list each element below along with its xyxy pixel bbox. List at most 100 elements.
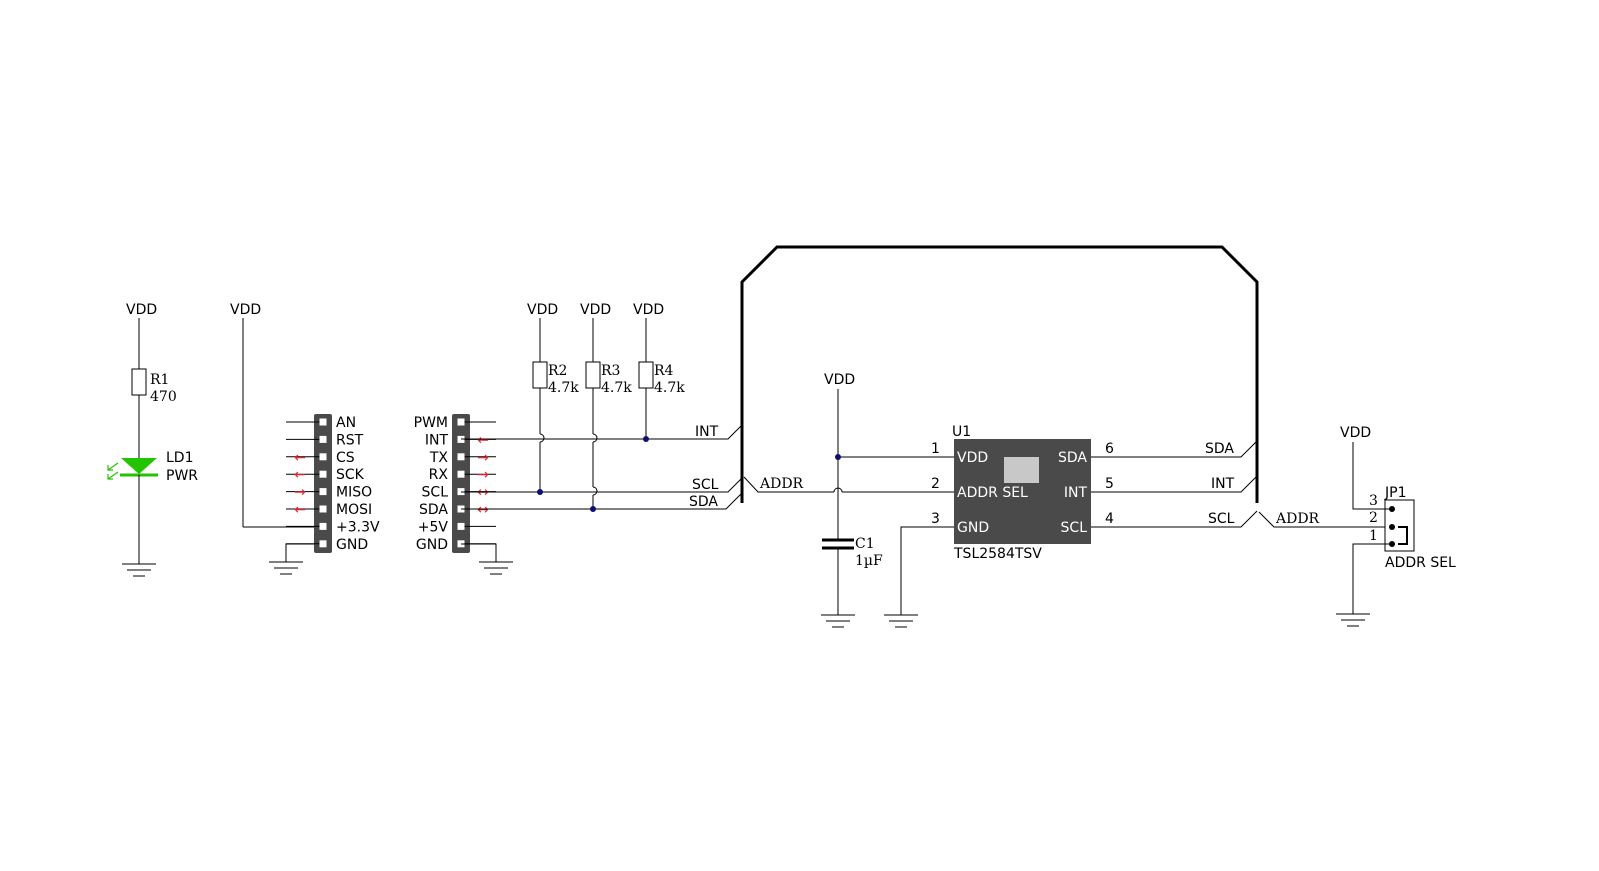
resistor-r2 bbox=[532, 361, 548, 389]
pullup-resistors: VDD VDD VDD R2 4.7k R3 4.7k R4 4.7k bbox=[527, 302, 685, 509]
jp1-pin-2: 2 bbox=[1369, 510, 1378, 526]
ic-pin-name-addr-sel: ADDR SEL bbox=[957, 485, 1028, 501]
header-left-pin-label: AN bbox=[336, 415, 356, 431]
ground-symbol-icon bbox=[479, 561, 513, 575]
r1-ref: R1 bbox=[150, 372, 169, 388]
led-light-rays-icon bbox=[107, 462, 119, 480]
junction-dot bbox=[590, 506, 596, 512]
vdd-label-r3: VDD bbox=[580, 302, 611, 318]
r4-ref: R4 bbox=[654, 363, 674, 379]
net-label-int: INT bbox=[695, 424, 719, 440]
header-pin-pad bbox=[457, 522, 465, 530]
ic-pin-name-int: INT bbox=[1064, 485, 1088, 501]
junction-dot bbox=[835, 454, 841, 460]
net-label-addr-left: ADDR bbox=[759, 476, 804, 492]
junction-dot bbox=[537, 489, 543, 495]
net-label-addr-right: ADDR bbox=[1275, 511, 1320, 527]
resistor-r1 bbox=[131, 368, 147, 396]
jumper-jp1: VDD 3 2 1 JP1 ADDR SEL bbox=[1336, 425, 1456, 627]
header-nets: INT SCL SDA bbox=[461, 424, 743, 512]
ic-pin-num-5: 5 bbox=[1105, 476, 1114, 492]
ic-body bbox=[954, 439, 1091, 544]
signal-direction-arrow-icon: ← bbox=[477, 432, 489, 448]
ic-pin-name-gnd: GND bbox=[957, 520, 989, 536]
ic-part: TSL2584TSV bbox=[953, 546, 1042, 562]
header-pin-pad bbox=[457, 453, 465, 461]
ic-pin-num-3: 3 bbox=[931, 511, 940, 527]
net-label-int-right: INT bbox=[1211, 476, 1235, 492]
net-label-scl: SCL bbox=[692, 477, 719, 493]
header-left-pin-label: MOSI bbox=[336, 502, 372, 518]
ground-symbol-icon bbox=[884, 614, 918, 628]
header-pin-pad bbox=[319, 540, 327, 548]
jp1-pin-1: 1 bbox=[1369, 528, 1378, 544]
addr-nets: ADDR ADDR bbox=[743, 476, 1385, 528]
signal-direction-arrow-icon: ↔ bbox=[477, 485, 489, 501]
ic-u1: U1 TSL2584TSV 1 2 3 VDD ADDR SEL GND SDA… bbox=[884, 424, 1258, 628]
header-pin-pad bbox=[319, 470, 327, 478]
junction-dot bbox=[643, 436, 649, 442]
vdd-label-r4: VDD bbox=[633, 302, 664, 318]
header-right-pin-label: GND bbox=[416, 537, 448, 553]
jp1-ref: JP1 bbox=[1384, 485, 1406, 501]
ground-symbol-icon bbox=[821, 614, 855, 628]
signal-direction-arrow-icon: ↔ bbox=[477, 502, 489, 518]
signal-bus bbox=[740, 245, 1259, 503]
ld1-ref: LD1 bbox=[166, 450, 194, 466]
signal-direction-arrow-icon: ← bbox=[294, 467, 306, 483]
r3-value: 4.7k bbox=[601, 380, 632, 396]
signal-direction-arrow-icon: ← bbox=[294, 450, 306, 466]
vdd-label-3v3: VDD bbox=[230, 302, 261, 318]
vdd-label-led: VDD bbox=[126, 302, 157, 318]
header-right-pin-label: INT bbox=[425, 432, 449, 448]
led-ld1-icon bbox=[121, 458, 157, 474]
net-label-sda: SDA bbox=[689, 494, 718, 510]
c1-value: 1µF bbox=[855, 553, 883, 569]
r1-value: 470 bbox=[150, 389, 177, 405]
header-pin-pad bbox=[457, 418, 465, 426]
ic-pin-num-1: 1 bbox=[931, 441, 940, 457]
resistor-r3 bbox=[585, 361, 601, 389]
header-pin-pad bbox=[319, 522, 327, 530]
net-label-sda-right: SDA bbox=[1205, 441, 1234, 457]
resistor-r4 bbox=[638, 361, 654, 389]
ground-symbol-icon bbox=[1336, 613, 1370, 627]
signal-direction-arrow-icon: → bbox=[294, 485, 306, 501]
ic-pin-name-vdd: VDD bbox=[957, 450, 988, 466]
ic-pin-num-6: 6 bbox=[1105, 441, 1114, 457]
jp1-pin-3: 3 bbox=[1369, 493, 1378, 509]
r2-ref: R2 bbox=[548, 363, 567, 379]
header-left-pin-label: CS bbox=[336, 450, 355, 466]
r2-value: 4.7k bbox=[548, 380, 579, 396]
ic-ref: U1 bbox=[952, 424, 971, 440]
header-pin-pad bbox=[319, 435, 327, 443]
ic-pin-name-scl: SCL bbox=[1061, 520, 1088, 536]
net-label-scl-right: SCL bbox=[1208, 511, 1235, 527]
header-pin-pad bbox=[319, 453, 327, 461]
header-left-pin-label: SCK bbox=[336, 467, 365, 483]
vdd-3v3-link: VDD bbox=[230, 302, 322, 575]
decoupling-capacitor: VDD C1 1µF bbox=[821, 372, 954, 628]
header-left-body bbox=[314, 414, 332, 553]
header-left-pin-label: MISO bbox=[336, 485, 372, 501]
signal-direction-arrow-icon: → bbox=[477, 450, 489, 466]
ic-pin-num-4: 4 bbox=[1105, 511, 1114, 527]
ic-pin-name-sda: SDA bbox=[1058, 450, 1087, 466]
r4-value: 4.7k bbox=[654, 380, 685, 396]
signal-direction-arrow-icon: ← bbox=[294, 502, 306, 518]
signal-direction-arrow-icon: → bbox=[477, 467, 489, 483]
header-right-pin-label: SDA bbox=[419, 502, 448, 518]
header-right-pin-label: +5V bbox=[418, 519, 449, 535]
header-right-pin-label: TX bbox=[429, 450, 449, 466]
r3-ref: R3 bbox=[601, 363, 620, 379]
header-right-pin-label: PWM bbox=[414, 415, 448, 431]
vdd-label-ic: VDD bbox=[824, 372, 855, 388]
jumper-shunt-icon bbox=[1398, 526, 1408, 545]
ground-symbol-icon bbox=[122, 563, 156, 577]
ld1-value: PWR bbox=[166, 468, 198, 484]
header-pin-pad bbox=[319, 505, 327, 513]
header-left-pin-label: +3.3V bbox=[336, 519, 380, 535]
c1-ref: C1 bbox=[855, 536, 875, 552]
